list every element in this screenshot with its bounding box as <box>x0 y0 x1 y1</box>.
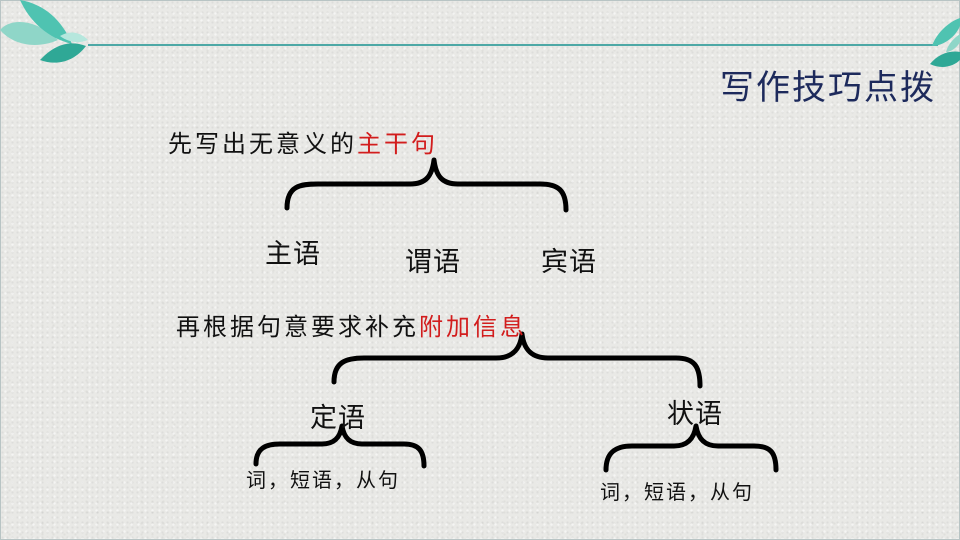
adverbial-detail: 词，短语，从句 <box>600 480 754 504</box>
component-object: 宾语 <box>541 247 597 278</box>
branch-attributive-label: 定语 <box>310 403 366 434</box>
attributive-detail: 词，短语，从句 <box>246 468 400 492</box>
slide-title: 写作技巧点拨 <box>720 68 936 108</box>
attachment-brace <box>331 331 703 389</box>
branch-adverbial-label: 状语 <box>667 399 723 430</box>
attachment-sentence-lead: 再根据句意要求补充附加信息 <box>176 307 527 342</box>
attachment-highlight: 附加信息 <box>419 313 527 341</box>
leaf-decoration-icon <box>0 0 88 63</box>
trunk-highlight: 主干句 <box>357 130 438 158</box>
trunk-brace <box>284 157 569 213</box>
trunk-sentence-lead: 先写出无意义的主干句 <box>168 124 438 159</box>
header-divider <box>88 44 938 46</box>
component-subject: 主语 <box>265 239 321 270</box>
trunk-lead-text: 先写出无意义的 <box>168 130 357 158</box>
attributive-brace <box>253 423 427 469</box>
component-predicate: 谓语 <box>405 247 461 278</box>
adverbial-brace <box>603 423 779 473</box>
leaf-decoration-icon <box>930 18 960 67</box>
attachment-lead-text: 再根据句意要求补充 <box>176 313 419 341</box>
